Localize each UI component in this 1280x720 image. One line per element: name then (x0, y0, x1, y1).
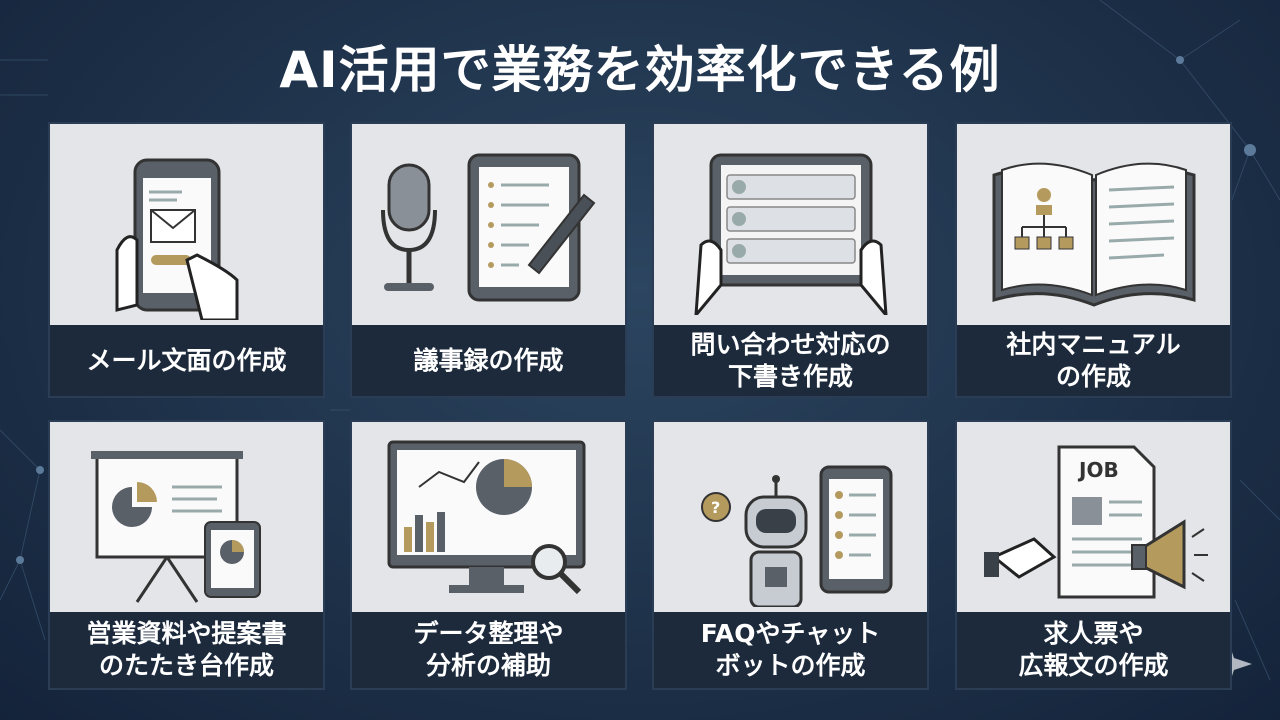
card-label: 社内マニュアル (1006, 329, 1181, 359)
smartphone-email-icon (115, 158, 238, 320)
svg-text:?: ? (711, 498, 720, 517)
card-label: 問い合わせ対応の (690, 329, 891, 359)
presentation-board-icon (90, 451, 261, 603)
card-sales-material: 営業資料や提案書のたたき台作成 (48, 420, 325, 690)
tablet-chat-icon (693, 153, 888, 315)
card-label: 求人票や (1043, 619, 1144, 648)
data-analysis-monitor-icon (387, 440, 585, 595)
card-data-analysis: データ整理や分析の補助 (350, 420, 627, 690)
card-label: データ整理や (413, 619, 564, 648)
card-label: メール文面の作成 (86, 345, 287, 375)
card-label: の作成 (1055, 361, 1131, 391)
chatbot-robot-icon: ? (700, 465, 892, 607)
card-faq-chatbot: ? FAQやチャットボットの作成 (652, 420, 929, 690)
card-label: 営業資料や提案書 (86, 619, 287, 648)
manual-book-icon (992, 162, 1195, 307)
card-minutes: 議事録の作成 (350, 122, 627, 398)
card-label: FAQやチャット (700, 619, 881, 648)
card-label: 分析の補助 (425, 651, 551, 680)
card-inquiry: 問い合わせ対応の下書き作成 (652, 122, 929, 398)
microphone-tablet-icon (380, 153, 595, 301)
page-title: AI活用で業務を効率化できる例 (279, 41, 1001, 99)
svg-text:JOB: JOB (1077, 458, 1119, 482)
card-label: 下書き作成 (727, 361, 853, 391)
card-label: 広報文の作成 (1018, 651, 1169, 680)
card-email: メール文面の作成 (48, 122, 325, 398)
card-label: ボットの作成 (715, 651, 866, 680)
job-posting-megaphone-icon: JOB (983, 445, 1208, 599)
card-manual: 社内マニュアルの作成 (955, 122, 1232, 398)
card-label: のたたき台作成 (98, 651, 274, 680)
card-job-posting: JOB 求人票や広報文の作成 (955, 420, 1232, 690)
card-label: 議事録の作成 (413, 345, 564, 375)
